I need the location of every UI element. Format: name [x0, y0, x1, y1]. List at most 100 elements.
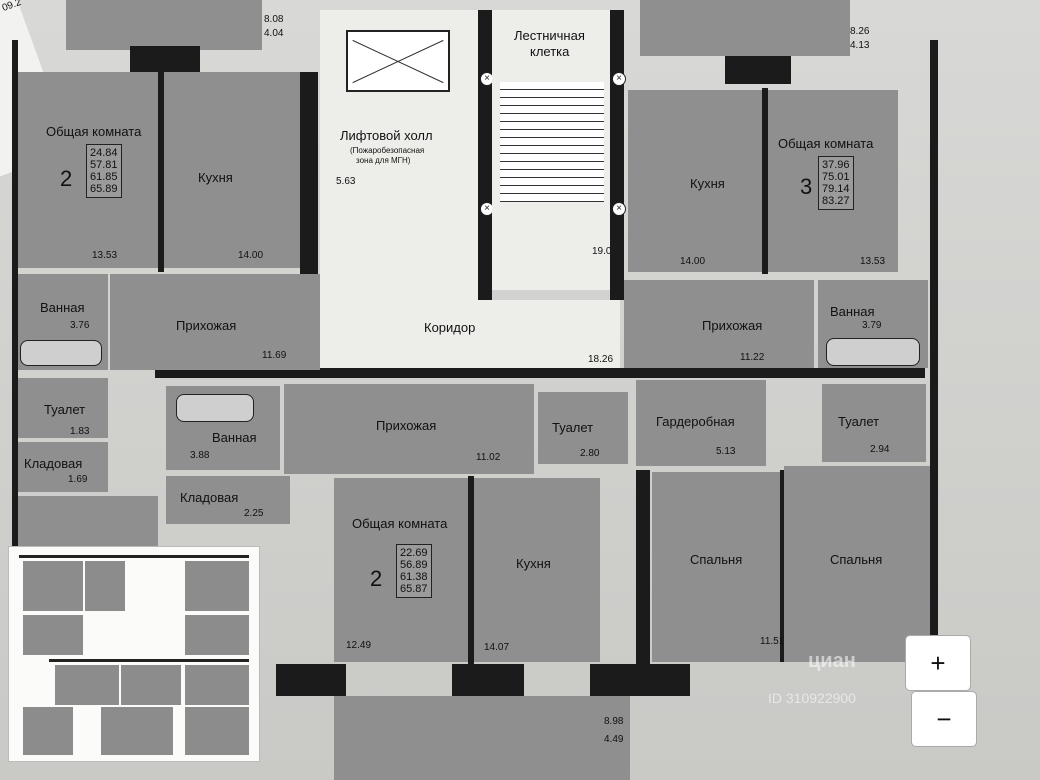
apt-mid-storage-area: 2.25	[244, 508, 264, 519]
apt-mid-hall-area: 11.02	[476, 452, 501, 463]
wall	[610, 10, 624, 300]
apt-left-toilet-label: Туалет	[44, 402, 86, 417]
lift-hall-note-1: (Пожаробезопасная	[350, 146, 425, 155]
apt-left-hall-label: Прихожая	[176, 318, 237, 333]
apt-right-bedroom-1-label: Спальня	[690, 552, 743, 567]
wall	[780, 470, 784, 662]
apt-left-kitchen-area: 14.00	[238, 250, 264, 261]
apt-left-area-3: 65.89	[90, 183, 118, 195]
stairwell-label-2: клетка	[530, 44, 570, 59]
apt-mid-storage-label: Кладовая	[180, 490, 239, 505]
watermark-id: ID 310922900	[768, 690, 856, 706]
apt-left-kitchen	[164, 72, 304, 268]
column	[276, 664, 346, 696]
balcony-top-left-area-a: 8.08	[264, 14, 284, 25]
apt-mid-hall-label: Прихожая	[376, 418, 437, 433]
apt-mid-toilet-label: Туалет	[552, 420, 594, 435]
stairwell-area: 19.01	[592, 246, 618, 257]
balcony-top-left	[66, 0, 262, 50]
column	[452, 664, 524, 696]
apt-right-hall	[624, 280, 814, 368]
lift-hall-area: 5.63	[336, 176, 356, 187]
lift-hall-label: Лифтовой холл	[340, 128, 433, 143]
apt-left-area-2: 61.85	[90, 171, 118, 183]
apt-right-rooms-count: 3	[800, 174, 813, 199]
apt-mid-toilet	[538, 392, 628, 464]
balcony-bottom-area-b: 4.49	[604, 734, 624, 745]
lift-hall-note-2: зона для МГН)	[356, 156, 411, 165]
apt-left-storage-label: Кладовая	[24, 456, 83, 471]
apt-mid-living-label: Общая комната	[352, 516, 448, 531]
outer-wall-right	[930, 40, 938, 640]
column	[130, 46, 200, 72]
apt-mid-area-2: 61.38	[400, 571, 428, 583]
apt-right-area-box: 37.96 75.01 79.14 83.27	[818, 156, 854, 210]
apt-right-area-2: 79.14	[822, 183, 850, 195]
stairwell-label-1: Лестничная	[514, 28, 585, 43]
apt-left-storage-area: 1.69	[68, 474, 88, 485]
apt-left-area-box: 24.84 57.81 61.85 65.89	[86, 144, 122, 198]
floor-plan-thumbnail[interactable]	[8, 546, 260, 762]
stairs-icon	[500, 82, 604, 202]
wall	[478, 10, 492, 300]
apt-right-toilet-label: Туалет	[838, 414, 880, 429]
apt-right-area-1: 75.01	[822, 171, 850, 183]
apt-left-bath-label: Ванная	[40, 300, 85, 315]
apt-right-toilet-area: 2.94	[870, 444, 890, 455]
bathtub-icon	[20, 340, 102, 366]
apt-right-kitchen-area: 14.00	[680, 256, 706, 267]
apt-left-rooms-count: 2	[60, 166, 73, 191]
apt-left-hall-area: 11.69	[262, 350, 287, 361]
apt-left-bath-area: 3.76	[70, 320, 90, 331]
apt-right-living-label: Общая комната	[778, 136, 874, 151]
apt-mid-kitchen-area: 14.07	[484, 642, 510, 653]
apt-right-wardrobe	[636, 380, 766, 466]
apt-right-area-3: 83.27	[822, 195, 850, 207]
wall	[762, 88, 768, 274]
vent-icon: ×	[612, 72, 626, 86]
vent-icon: ×	[612, 202, 626, 216]
wall	[636, 470, 650, 670]
apt-right-bedroom-2	[784, 466, 930, 662]
apt-right-bedroom-1	[652, 472, 780, 662]
watermark-brand: циан	[808, 650, 856, 672]
apt-left-kitchen-label: Кухня	[198, 170, 233, 185]
balcony-bottom	[334, 696, 630, 780]
apt-left-living-area: 13.53	[92, 250, 118, 261]
zoom-in-button[interactable]: +	[906, 636, 970, 690]
apt-right-hall-area: 11.22	[740, 352, 765, 363]
apt-mid-area-box: 22.69 56.89 61.38 65.87	[396, 544, 432, 598]
wall	[300, 72, 318, 302]
apt-mid-area-1: 56.89	[400, 559, 428, 571]
apt-right-hall-label: Прихожая	[702, 318, 763, 333]
bathtub-icon	[826, 338, 920, 366]
corridor	[320, 300, 620, 368]
apt-right-kitchen	[628, 90, 762, 272]
apt-mid-kitchen	[474, 478, 600, 662]
apt-mid-living-area: 12.49	[346, 640, 372, 651]
apt-right-bath-label: Ванная	[830, 304, 875, 319]
mid-wall	[155, 368, 925, 378]
apt-mid-kitchen-label: Кухня	[516, 556, 551, 571]
balcony-top-left-area-b: 4.04	[264, 28, 284, 39]
column	[725, 56, 791, 84]
apt-mid-rooms-count: 2	[370, 566, 383, 591]
apt-mid-area-0: 22.69	[400, 547, 428, 559]
apt-left-storage	[18, 442, 108, 492]
apt-left-area-0: 24.84	[90, 147, 118, 159]
corridor-label: Коридор	[424, 320, 476, 335]
apt-mid-storage	[166, 476, 290, 524]
apt-left-living-label: Общая комната	[46, 124, 142, 139]
apt-left-lower-room	[18, 496, 158, 546]
apt-right-kitchen-label: Кухня	[690, 176, 725, 191]
wall	[468, 476, 474, 666]
apt-right-toilet	[822, 384, 926, 462]
apt-right-bath-area: 3.79	[862, 320, 882, 331]
outer-wall-left	[12, 40, 18, 680]
balcony-top-right-area-a: 8.26	[850, 26, 870, 37]
apt-left-toilet	[18, 378, 108, 438]
apt-right-wardrobe-area: 5.13	[716, 446, 736, 457]
apt-right-area-0: 37.96	[822, 159, 850, 171]
zoom-out-button[interactable]: −	[912, 692, 976, 746]
apt-right-bedroom-2-area: 11.51	[760, 636, 785, 647]
